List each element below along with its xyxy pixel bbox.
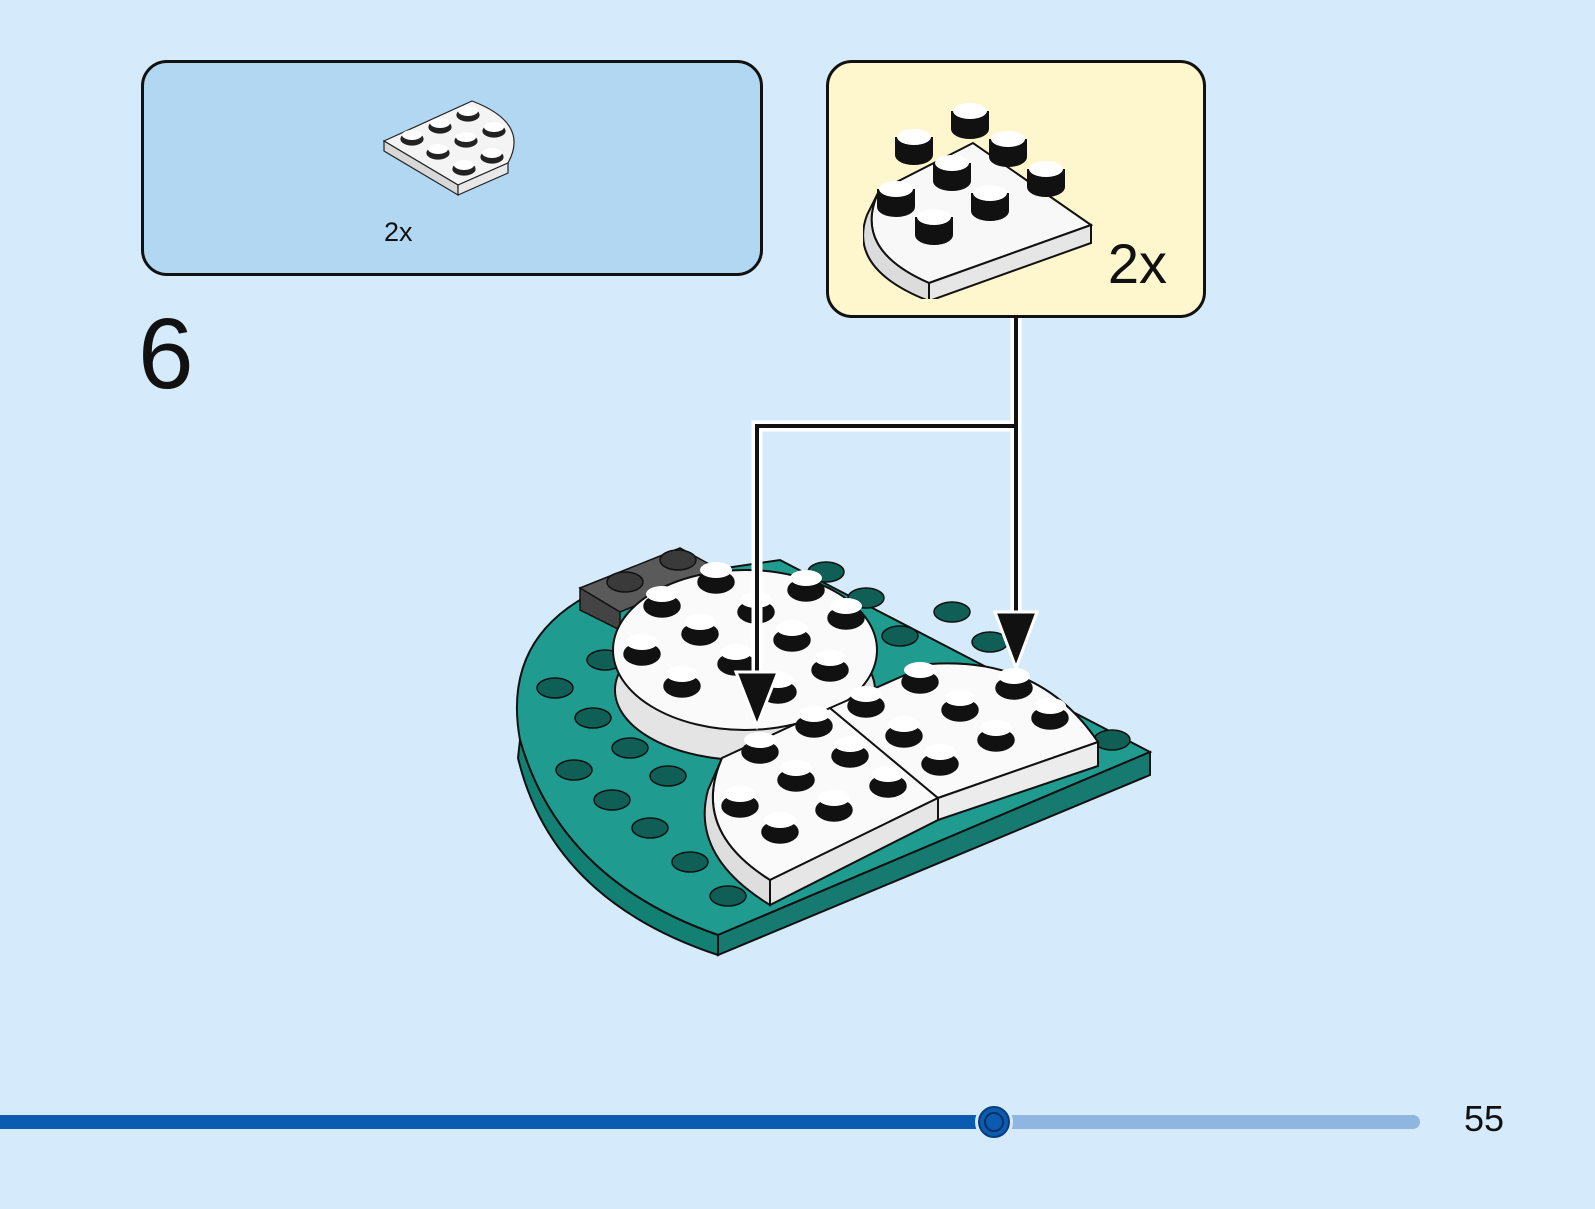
progress-fill (0, 1115, 994, 1129)
teal-studs (536, 561, 1131, 907)
white-round-corner-plate-icon (863, 103, 1094, 299)
placement-arrows (733, 318, 1040, 731)
parts-list-panel: 2x (141, 60, 763, 276)
arrow-head-left (733, 670, 781, 731)
white-round-corner-plate-icon (382, 100, 515, 197)
progress-bar (0, 1103, 1420, 1141)
arrow-head-right (992, 610, 1040, 673)
new-plate-studs (721, 662, 1069, 844)
sub-assembly-callout: 2x (826, 60, 1206, 318)
round-plate-studs (623, 562, 865, 704)
parts-quantity: 2x (384, 217, 413, 247)
page-number: 55 (1464, 1098, 1505, 1139)
plate-studs (877, 103, 1065, 245)
callout-quantity: 2x (1107, 232, 1167, 295)
step-number: 6 (138, 298, 194, 410)
progress-knob (975, 1103, 1013, 1141)
